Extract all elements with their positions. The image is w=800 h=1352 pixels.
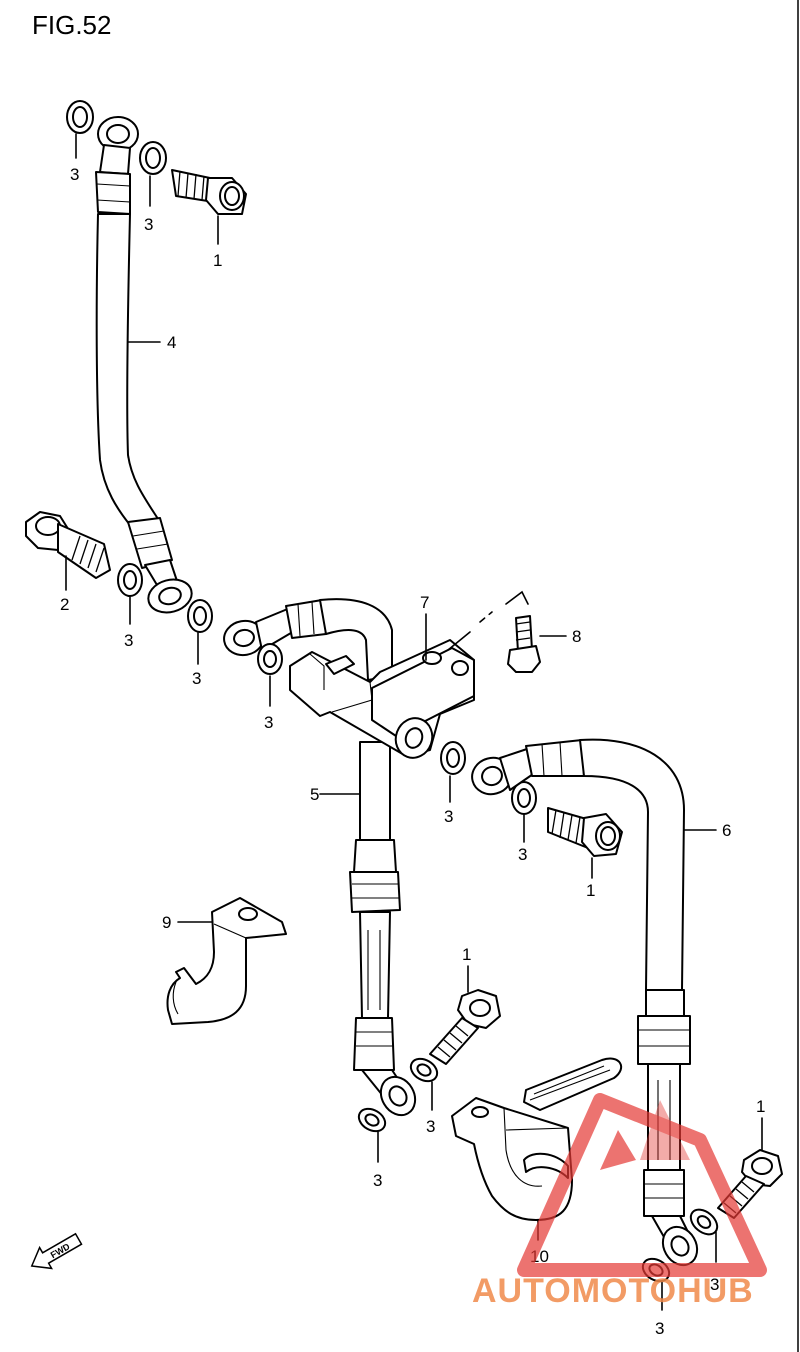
bolt-top (171, 169, 247, 245)
washer-top-mid (139, 141, 167, 207)
callout-bolt-right-mid: 1 (586, 881, 595, 900)
callout-bolt-left: 2 (60, 595, 69, 614)
washer-left-low (187, 599, 213, 665)
callout-clamp-left: 9 (162, 913, 171, 932)
callout-washer-right-b: 3 (518, 845, 527, 864)
callout-bolt-top: 1 (213, 251, 222, 270)
hose-middle (223, 598, 417, 1117)
hose-right (471, 738, 717, 1267)
clamp-bottom (451, 1057, 623, 1241)
callout-washer-bottom-far: 3 (655, 1319, 664, 1338)
washer-center (257, 643, 283, 707)
callout-washer-bottom-center: 3 (373, 1171, 382, 1190)
callout-washer-left-mid: 3 (124, 631, 133, 650)
washer-right-b (511, 781, 537, 843)
washer-left-mid (117, 563, 143, 625)
callout-hose-right: 6 (722, 821, 731, 840)
callout-washer-top-left: 3 (70, 165, 79, 184)
hose-upper (95, 116, 193, 614)
callout-washer-bottom-right: 3 (710, 1275, 719, 1294)
bolt-left (25, 511, 111, 591)
callout-washer-left-low: 3 (192, 669, 201, 688)
bolt-joint (507, 615, 567, 673)
washer-top-left (66, 100, 94, 159)
callout-washer-bottom-mid: 3 (426, 1117, 435, 1136)
callout-joint: 7 (420, 593, 429, 612)
callout-washer-top-mid: 3 (144, 215, 153, 234)
washer-bottom-mid (409, 1057, 439, 1111)
callout-bolt-bottom-right: 1 (756, 1097, 765, 1116)
washer-bottom-right (689, 1208, 719, 1263)
joint (289, 590, 529, 759)
watermark-text: AUTOMOTOHUB (472, 1272, 754, 1310)
callout-washer-center: 3 (264, 713, 273, 732)
callout-hose-middle: 5 (310, 785, 319, 804)
callout-hose-upper: 4 (167, 333, 176, 352)
bolt-center (429, 965, 501, 1065)
washer-bottom-center (357, 1107, 387, 1163)
figure-title: FIG.52 (32, 10, 111, 40)
automotohub-logo-icon (517, 1093, 767, 1277)
callout-washer-right-a: 3 (444, 807, 453, 826)
washer-right-a (440, 741, 466, 803)
bolt-right-mid (547, 807, 623, 879)
callout-bolt-center: 1 (462, 945, 471, 964)
clamp-left (166, 897, 287, 1025)
callout-bolt-joint: 8 (572, 627, 581, 646)
